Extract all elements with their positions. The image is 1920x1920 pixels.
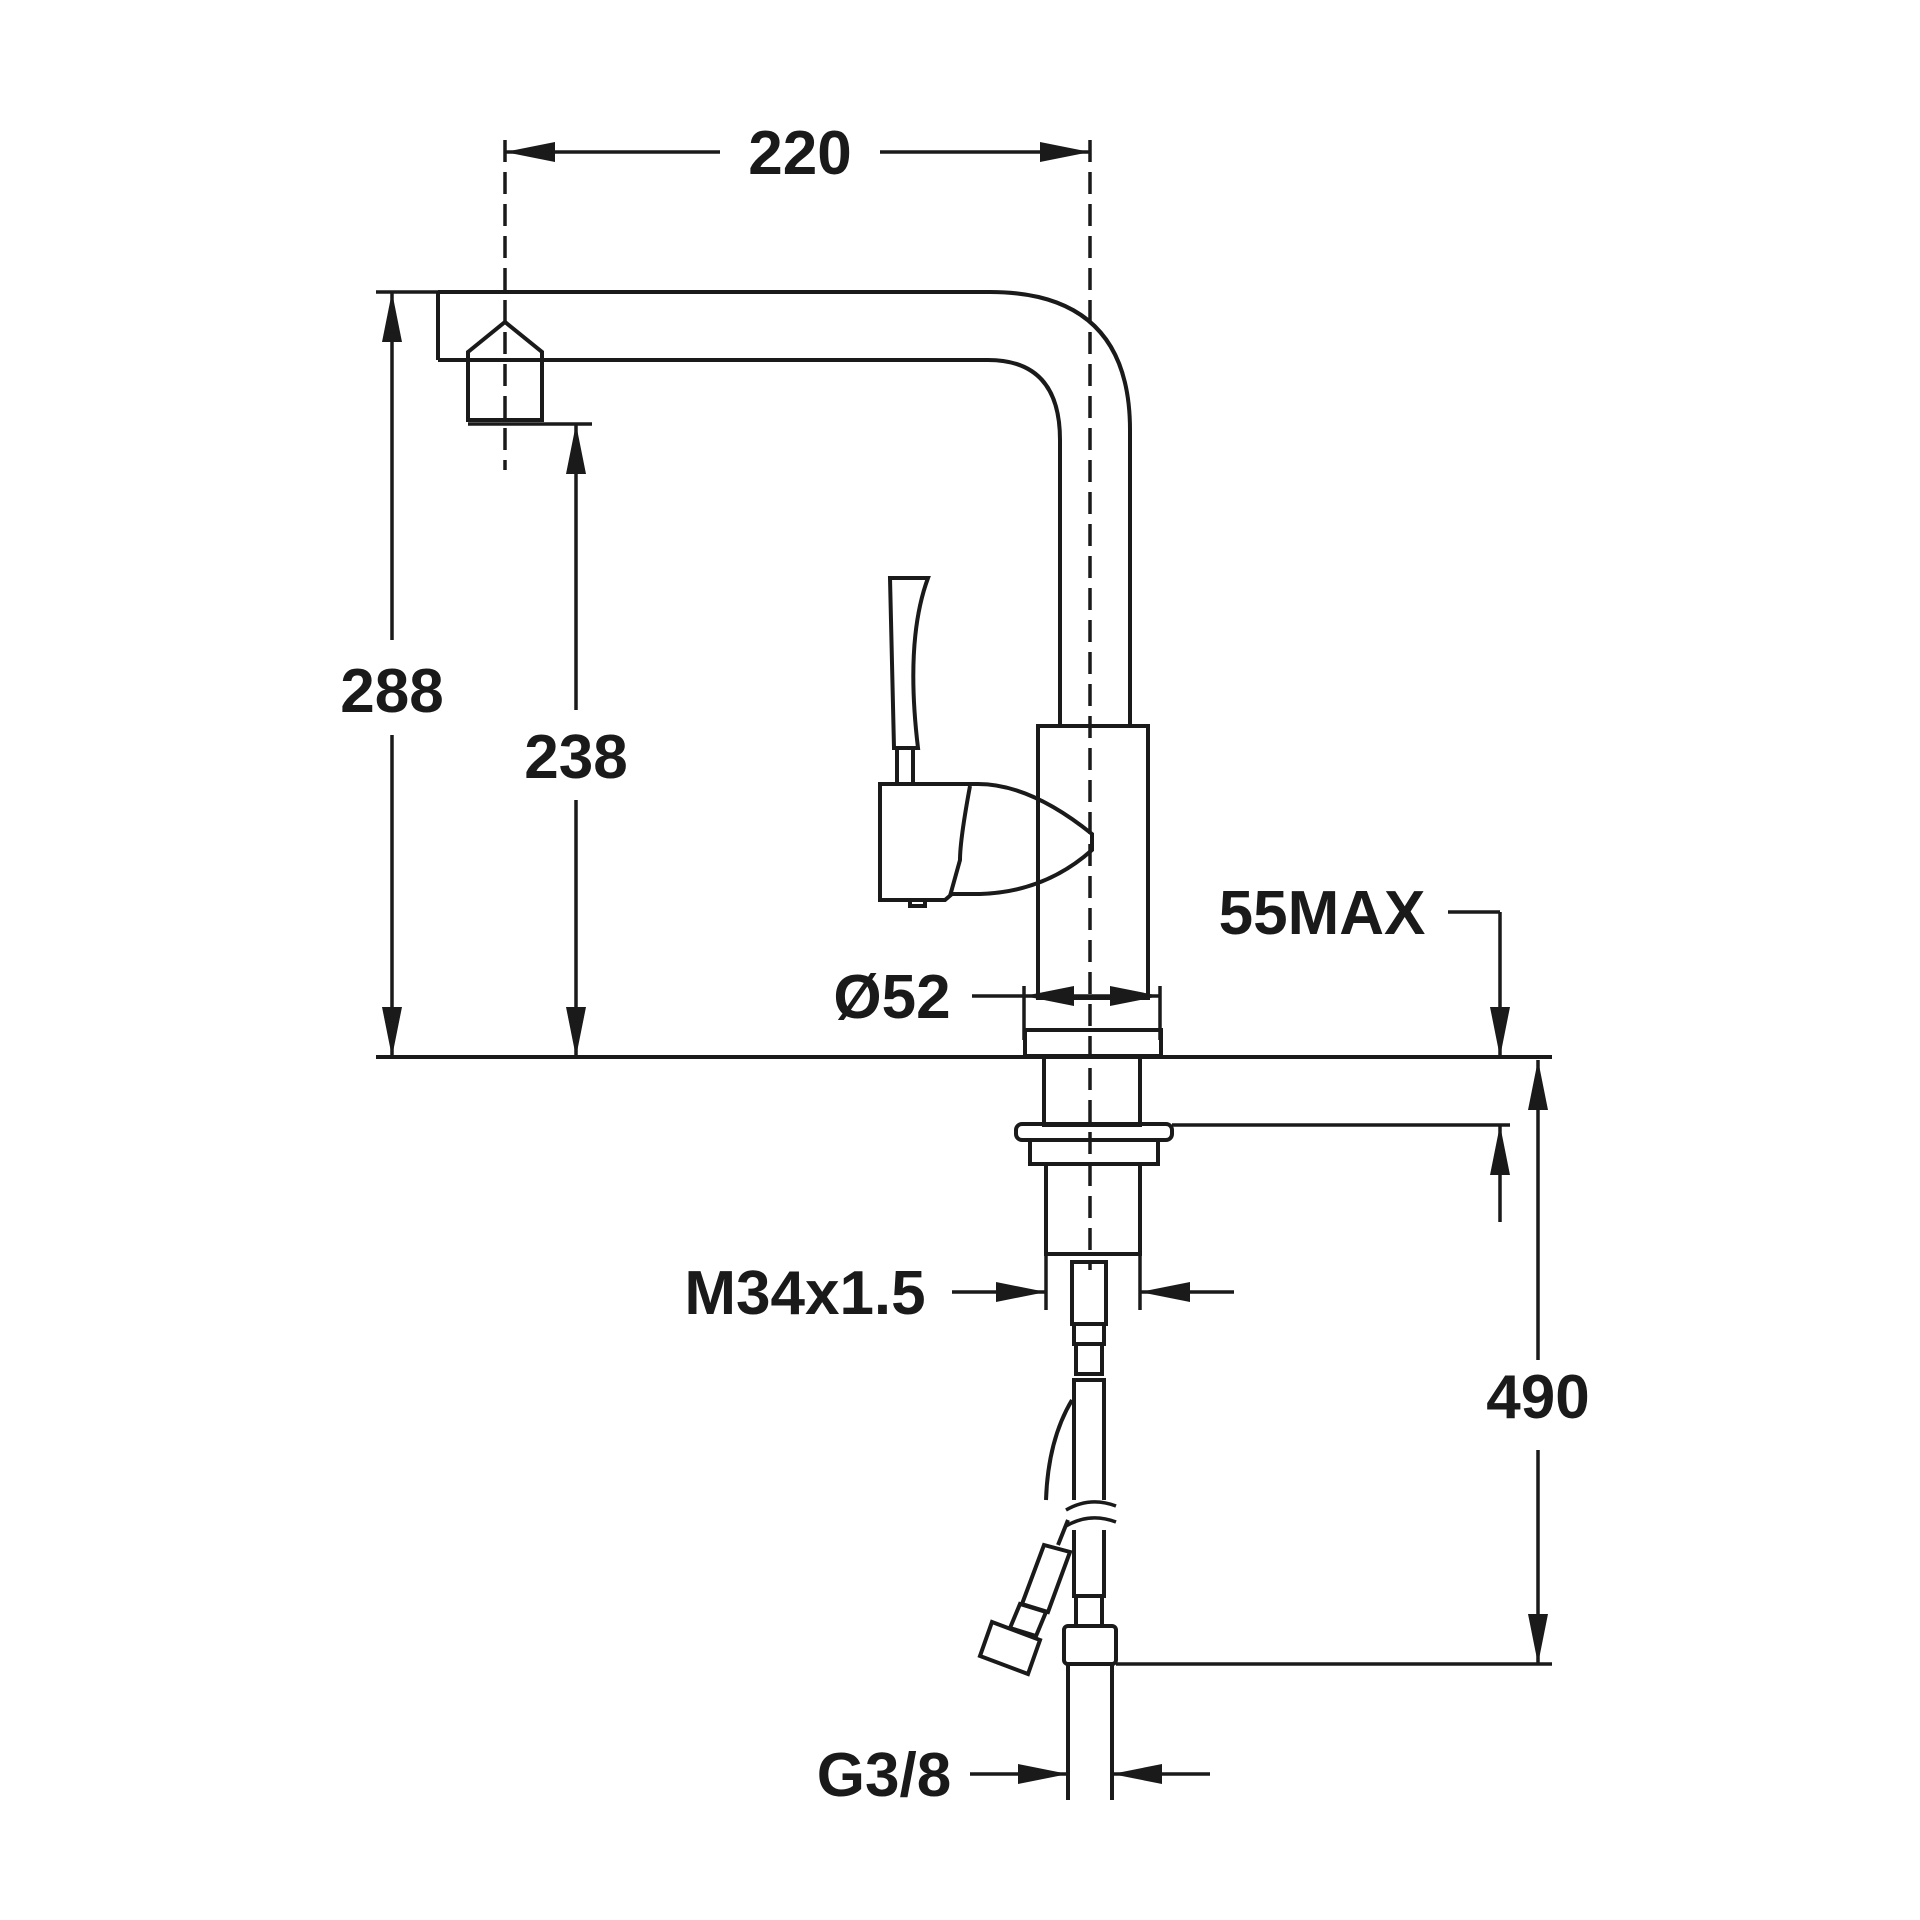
dimension-238: 238: [468, 422, 628, 1057]
hose-curved-right: [1056, 1519, 1070, 1546]
dimension-diameter-52: Ø52: [833, 963, 1162, 1040]
dim-label-55max: 55MAX: [1219, 879, 1426, 948]
threaded-shank: [1044, 1162, 1142, 1256]
hose-break-line: [1065, 1500, 1117, 1528]
hose-curved-braid: [1019, 1542, 1073, 1615]
hose-crimp-bottom: [1074, 1594, 1104, 1628]
hose-braid-straight: [1072, 1378, 1106, 1598]
spout-outer: [438, 290, 1132, 726]
hose-nut-bottom: [1062, 1624, 1118, 1666]
mixer-joint: [948, 785, 972, 897]
hose-curved-crimp: [1007, 1601, 1049, 1639]
supply-hoses: [977, 1260, 1120, 1800]
mixer-nub: [908, 898, 927, 908]
hose-collar-top: [1072, 1322, 1106, 1346]
dimension-m34: M34x1.5: [684, 1254, 1234, 1328]
dim-label-g38: G3/8: [817, 1741, 951, 1810]
dim-label-238: 238: [524, 723, 627, 792]
lever-handle: [887, 576, 931, 750]
dim-label-490: 490: [1486, 1363, 1589, 1432]
dim-label-diameter-52: Ø52: [833, 963, 950, 1032]
dim-label-220: 220: [748, 119, 851, 188]
mount-shank-upper: [1042, 1055, 1142, 1127]
dimension-490: 490: [1116, 1060, 1590, 1666]
mount-nut: [1028, 1138, 1160, 1166]
dimension-288: 288: [340, 290, 444, 1057]
hose-crimp-top: [1074, 1342, 1104, 1376]
mounting-assembly: [376, 1055, 1552, 1256]
dimension-220: 220: [505, 119, 1090, 188]
dim-label-288: 288: [340, 657, 443, 726]
mixer-housing: [878, 782, 1094, 902]
hose-fitting-top: [1070, 1260, 1108, 1326]
hose-curved-left: [1044, 1398, 1074, 1501]
dimension-g38: G3/8: [817, 1741, 1210, 1810]
faucet-outline: [436, 290, 1163, 1058]
hose-curved-nut: [977, 1619, 1043, 1677]
lever-stem: [895, 746, 915, 786]
spout-inner: [438, 358, 1062, 726]
main-column: [1036, 724, 1150, 1000]
base-ring: [1023, 1028, 1163, 1058]
dim-label-m34: M34x1.5: [684, 1259, 925, 1328]
aerator: [466, 319, 544, 422]
dimension-55max: 55MAX: [1172, 879, 1510, 1222]
